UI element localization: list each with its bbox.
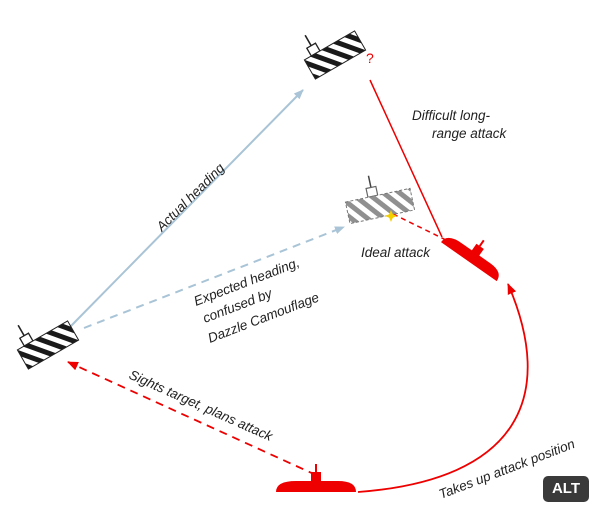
- submarine-icon: [441, 221, 512, 281]
- difficult-attack-label-line1: Difficult long-: [412, 108, 491, 123]
- sights-target-label: Sights target, plans attack: [127, 367, 276, 444]
- dazzle-camouflaged-ship-icon: [294, 13, 366, 79]
- dazzle-camouflaged-ship-icon: [7, 303, 79, 369]
- alt-text-button[interactable]: ALT: [543, 476, 589, 502]
- sights-target-arrow: [68, 362, 316, 475]
- difficult-attack-label-line2: range attack: [432, 126, 508, 141]
- attack-position-arrow: [358, 284, 528, 492]
- actual-heading-label: Actual heading: [153, 160, 228, 235]
- question-mark-label: ?: [366, 50, 374, 66]
- ideal-attack-label: Ideal attack: [361, 245, 431, 260]
- submarine-icon: [276, 464, 356, 492]
- expected-position-ship-icon: [341, 168, 414, 224]
